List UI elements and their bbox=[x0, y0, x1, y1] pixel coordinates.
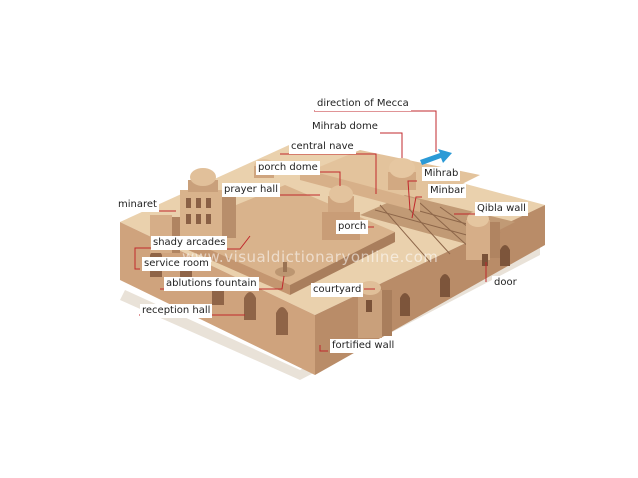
label-courtyard: courtyard bbox=[311, 283, 364, 297]
watermark: www.visualdictionaryonline.com bbox=[182, 248, 439, 266]
left-tower-side bbox=[172, 217, 180, 253]
label-mihrab-dome: Mihrab dome bbox=[310, 120, 380, 134]
mihrab-dome bbox=[389, 158, 415, 178]
label-qibla-wall: Qibla wall bbox=[475, 202, 528, 216]
qibla-tower-side bbox=[490, 222, 500, 258]
label-fortified-wall: fortified wall bbox=[330, 339, 397, 353]
label-direction-of-mecca: direction of Mecca bbox=[315, 97, 411, 111]
label-mihrab: Mihrab bbox=[422, 167, 461, 181]
front-tower-window bbox=[366, 300, 372, 312]
front-tower-dome bbox=[359, 281, 381, 295]
label-minbar: Minbar bbox=[428, 184, 467, 198]
front-tower bbox=[358, 290, 382, 338]
mecca-arrow bbox=[420, 149, 452, 165]
label-service-room: service room bbox=[142, 257, 211, 271]
door-opening bbox=[482, 254, 488, 266]
minaret-side bbox=[222, 192, 236, 238]
label-porch: porch bbox=[336, 220, 369, 234]
label-door: door bbox=[492, 276, 519, 290]
front-tower-side bbox=[382, 290, 392, 336]
label-minaret: minaret bbox=[116, 198, 159, 212]
label-porch-dome: porch dome bbox=[256, 161, 320, 175]
label-ablutions-fountain: ablutions fountain bbox=[164, 277, 259, 291]
mihrab-dome-drum bbox=[388, 172, 416, 190]
porch-dome bbox=[329, 185, 353, 203]
central-nave bbox=[300, 168, 420, 212]
minaret-windows bbox=[186, 198, 211, 224]
label-reception-hall: reception hall bbox=[140, 304, 213, 318]
label-shady-arcades: shady arcades bbox=[151, 236, 228, 250]
ground-shadow bbox=[120, 245, 540, 380]
fountain-column bbox=[283, 262, 287, 272]
minaret-dome bbox=[190, 168, 216, 186]
label-central-nave: central nave bbox=[289, 140, 356, 154]
leader-lines bbox=[118, 110, 520, 352]
label-prayer-hall: prayer hall bbox=[222, 183, 280, 197]
inner-right-arcade bbox=[290, 232, 395, 295]
